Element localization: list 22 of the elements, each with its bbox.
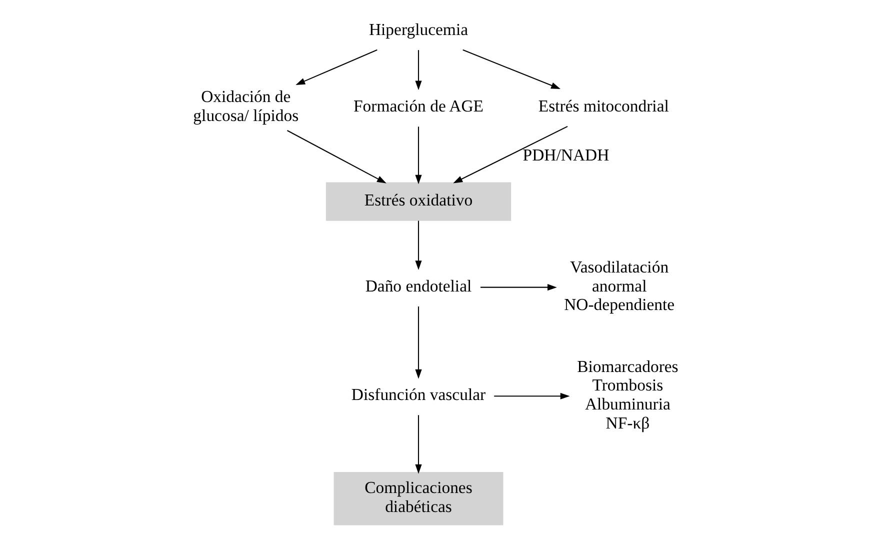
arrow — [462, 49, 560, 90]
edge-label: PDH/NADH — [522, 146, 610, 165]
arrow — [415, 50, 422, 90]
node-text: Daño endotelial — [365, 276, 472, 296]
arrow — [287, 130, 386, 184]
arrow — [296, 49, 378, 85]
node-text: Estrés mitocondrial — [538, 96, 669, 116]
arrow — [415, 220, 422, 270]
node-box: Complicaciones diabéticas — [334, 472, 504, 526]
arrow — [415, 415, 422, 474]
node-text: Hiperglucemia — [368, 20, 468, 40]
node-text: Biomarcadores Trombosis Albuminuria NF-κβ — [577, 356, 678, 432]
node-text: Disfunción vascular — [351, 385, 486, 404]
node-text: Oxidación de glucosa/ lípidos — [193, 86, 299, 125]
node-text: Formación de AGE — [353, 96, 484, 116]
arrow — [415, 306, 422, 379]
arrow — [480, 284, 557, 291]
node-text: Vasodilatación anormal NO-dependiente — [564, 257, 675, 314]
arrow — [453, 126, 568, 184]
node-box: Estrés oxidativo — [326, 182, 512, 221]
arrow — [415, 126, 422, 184]
arrow — [494, 392, 570, 400]
